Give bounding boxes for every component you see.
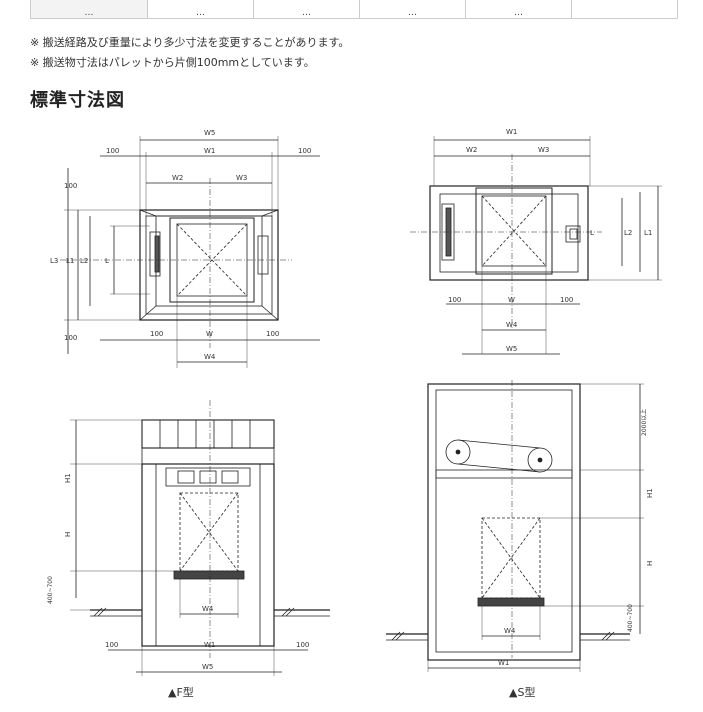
- dim-label: L2: [624, 229, 632, 237]
- dim-label: W: [206, 330, 213, 338]
- spec-table-bottom-edge: … … … … …: [30, 0, 678, 19]
- dim-label: W1: [506, 128, 517, 136]
- standard-dimension-drawing: W5 W1 100 100 W2 W3 W 100 100 W4 L3 L1 L…: [30, 118, 675, 712]
- section-heading: 標準寸法図: [30, 90, 125, 111]
- dim-label: W2: [466, 146, 477, 154]
- s-type-elevation-view: 2000以上 H1 H 400~700 W4 W1: [386, 380, 654, 672]
- dim-label: H: [64, 532, 72, 537]
- dim-label: 100: [64, 182, 77, 190]
- dim-label: 400~700: [627, 604, 634, 632]
- dim-label: W5: [202, 663, 213, 671]
- dim-label: L3: [50, 257, 58, 265]
- dim-label: H1: [646, 488, 654, 498]
- dim-label: 2000以上: [640, 409, 648, 436]
- dim-label: 400~700: [47, 576, 54, 604]
- dim-label: 100: [266, 330, 279, 338]
- table-cell: …: [465, 0, 571, 18]
- dim-label: 100: [448, 296, 461, 304]
- s-type-plan-view: W1 W2 W3 L L2 L1 100 W 100 W4 W5: [410, 128, 662, 355]
- dim-label: W: [508, 296, 515, 304]
- dim-label: W2: [172, 174, 183, 182]
- dim-label: L: [590, 229, 594, 237]
- f-type-plan-view: W5 W1 100 100 W2 W3 W 100 100 W4 L3 L1 L…: [50, 129, 320, 368]
- dim-label: 100: [106, 147, 119, 155]
- dim-label: W4: [204, 353, 216, 361]
- note-item: ※ 搬送物寸法はパレットから片側100mmとしています。: [30, 56, 315, 69]
- dim-label: L2: [80, 257, 88, 265]
- table-cell: …: [31, 0, 147, 18]
- s-type-caption: ▲S型: [509, 686, 536, 699]
- dim-label: 100: [105, 641, 118, 649]
- table-cell: …: [253, 0, 359, 18]
- dim-label: W4: [202, 605, 214, 613]
- dim-label: L: [105, 257, 109, 265]
- f-type-elevation-view: H1 H 400~700 W4 100 W1 100 W5: [47, 400, 330, 676]
- dim-label: 100: [150, 330, 163, 338]
- dim-label: H: [646, 561, 654, 566]
- f-type-caption: ▲F型: [168, 686, 194, 699]
- note-item: ※ 搬送経路及び重量により多少寸法を変更することがあります。: [30, 36, 350, 49]
- dim-label: 100: [298, 147, 311, 155]
- dim-label: W3: [538, 146, 549, 154]
- dim-label: L1: [644, 229, 652, 237]
- dim-label: 100: [560, 296, 573, 304]
- dim-label: W5: [204, 129, 215, 137]
- notes: ※ 搬送経路及び重量により多少寸法を変更することがあります。 ※ 搬送物寸法はパ…: [30, 33, 349, 73]
- dim-label: H1: [64, 473, 72, 483]
- table-cell: [571, 0, 677, 18]
- dim-label: 100: [296, 641, 309, 649]
- dim-label: 100: [64, 334, 77, 342]
- dim-label: W4: [504, 627, 516, 635]
- dim-label: W4: [506, 321, 518, 329]
- table-cell: …: [359, 0, 465, 18]
- table-cell: …: [147, 0, 253, 18]
- dim-label: W3: [236, 174, 247, 182]
- dim-label: W1: [498, 659, 509, 667]
- dim-label: W1: [204, 641, 215, 649]
- dim-label: L1: [66, 257, 74, 265]
- dim-label: W1: [204, 147, 215, 155]
- dim-label: W5: [506, 345, 517, 353]
